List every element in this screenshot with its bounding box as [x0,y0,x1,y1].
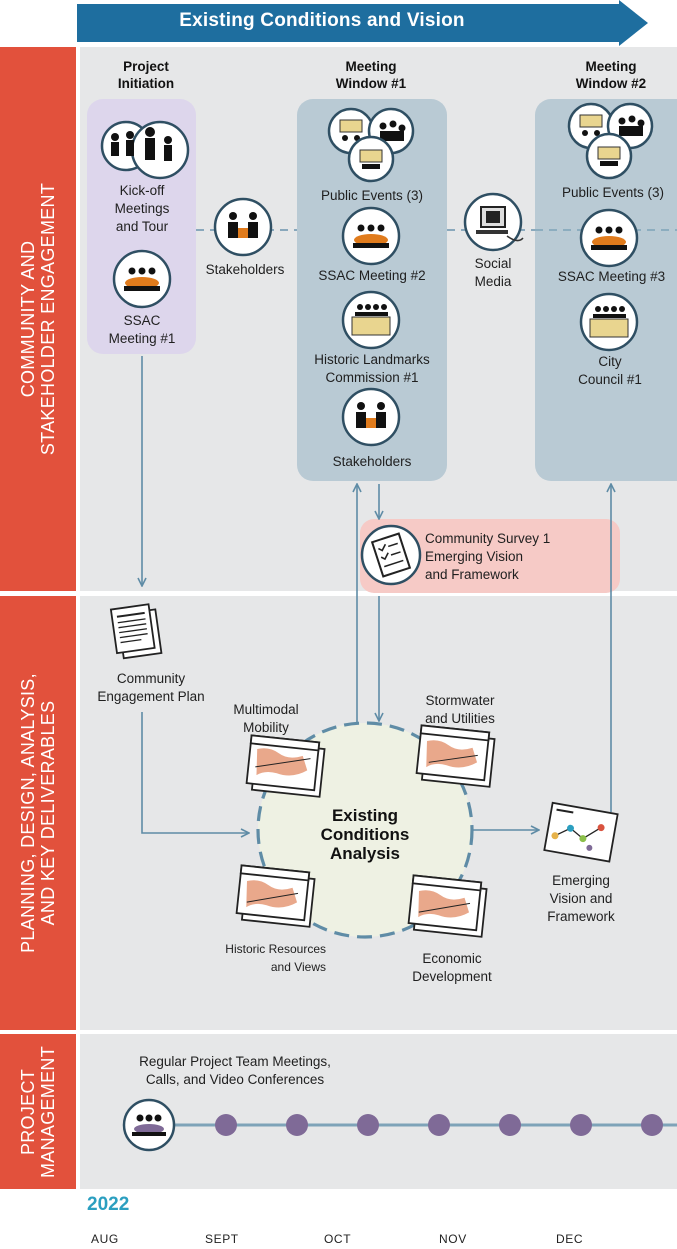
timeline-meeting-dot [641,1114,663,1136]
w1-hlc-icon [341,290,401,350]
w2-public-events-label: Public Events (3) [561,185,665,200]
survey-clipboard-icon [360,524,422,586]
band-management [80,1034,677,1189]
management-meeting-icon [122,1098,176,1152]
w2-council-icon [579,292,639,352]
header-arrow: Existing Conditions and Vision [77,0,677,46]
mobility-label: Multimodal Mobility [233,702,299,735]
month-aug: AUG [91,1232,119,1246]
arrow-plan-to-analysis [141,712,248,833]
economic-map-icon [407,874,488,938]
kickoff-label: Kick-off Meetings and Tour [114,183,170,234]
timeline-meeting-dot [286,1114,308,1136]
stormwater-label: Stormwater and Utilities [425,693,495,726]
timeline-meeting-dot [428,1114,450,1136]
w1-ssac-meeting-icon [341,206,401,266]
vision-label: Emerging Vision and Framework [547,873,615,924]
sidebar-planning: PLANNING, DESIGN, ANALYSIS, AND KEY DELI… [0,596,76,1030]
economic-label: Economic Development [412,951,492,984]
kickoff-people-icon [100,120,190,180]
w1-public-events-label: Public Events (3) [320,188,424,203]
timeline-meeting-dot [215,1114,237,1136]
w1-stakeholders-label: Stakeholders [332,454,412,469]
ssac1-meeting-icon [112,249,172,309]
stakeholders-icon [213,197,273,257]
sidebar-engagement: COMMUNITY AND STAKEHOLDER ENGAGEMENT [0,47,76,591]
month-oct: OCT [324,1232,352,1246]
w1-ssac-label: SSAC Meeting #2 [318,268,426,283]
w2-ssac-meeting-icon [579,208,639,268]
vision-framework-icon [543,801,619,863]
engagement-plan-label: Community Engagement Plan [97,671,205,704]
timeline-year: 2022 [87,1194,130,1215]
analysis-center-label: Existing Conditions Analysis [320,806,410,863]
timeline-dots [215,1114,663,1136]
social-media-label: Social Media [474,256,512,289]
management-meetings-label: Regular Project Team Meetings, Calls, an… [139,1054,331,1087]
w1-public-events-icon [327,107,415,183]
mobility-map-icon [245,734,326,798]
social-media-icon [463,192,524,252]
historic-map-icon [235,864,316,928]
w1-stakeholders-icon [341,387,401,447]
survey-label: Community Survey 1 Emerging Vision and F… [425,531,551,582]
timeline-meeting-dot [570,1114,592,1136]
engagement-plan-document-icon [109,603,163,660]
sidebar-management: PROJECT MANAGEMENT [0,1034,76,1189]
stakeholders-label: Stakeholders [205,262,285,277]
w1-hlc-label: Historic Landmarks Commission #1 [314,352,430,385]
historic-label: Historic Resources and Views [225,942,326,974]
w2-public-events-icon [567,102,654,180]
column-initiation-heading: Project Initiation [117,59,175,91]
timeline-meeting-dot [357,1114,379,1136]
stormwater-map-icon [415,724,496,788]
month-sept: SEPT [205,1232,239,1246]
header-title: Existing Conditions and Vision [179,10,465,31]
column-window1-heading: Meeting Window #1 [335,59,407,91]
w2-council-label: City Council #1 [578,354,642,387]
month-nov: NOV [439,1232,467,1246]
ssac1-label: SSAC Meeting #1 [108,313,176,346]
month-dec: DEC [556,1232,584,1246]
w2-ssac-label: SSAC Meeting #3 [557,269,666,284]
column-window2-heading: Meeting Window #2 [575,59,647,91]
timeline-meeting-dot [499,1114,521,1136]
